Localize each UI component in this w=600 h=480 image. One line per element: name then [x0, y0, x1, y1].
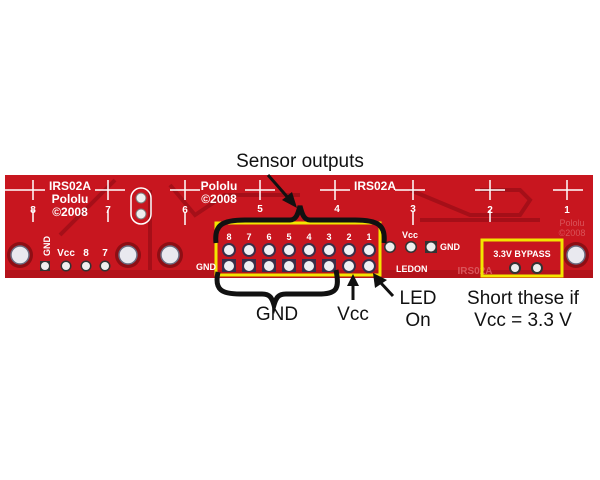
annotation-vcc: Vcc — [337, 304, 369, 325]
sensor-number-2: 2 — [487, 205, 493, 216]
output-pin-hole — [304, 245, 314, 255]
output-label-6: 6 — [266, 232, 271, 242]
silk-brand-middle: Pololu — [201, 179, 238, 193]
annotation-led-on-line1: LED — [400, 288, 437, 309]
sensor-dividers — [5, 180, 583, 225]
main-header-pins — [222, 243, 376, 273]
left-header-vcc-label: Vcc — [57, 248, 75, 259]
vcc-arrowhead — [347, 274, 359, 286]
pcb-traces — [58, 178, 540, 270]
output-pin-hole — [224, 245, 234, 255]
main-header-output-labels: 8 7 6 5 4 3 2 1 — [226, 232, 371, 242]
led-on-arrowhead — [373, 273, 387, 288]
silk-part-left: IRS02A — [49, 179, 91, 193]
output-pin-hole — [244, 245, 254, 255]
output-label-5: 5 — [286, 232, 291, 242]
left-header-gnd-label: GND — [42, 236, 52, 257]
main-header-gnd-label: GND — [196, 262, 217, 272]
silk-brand-left: Pololu — [52, 192, 89, 206]
bottom-pin-hole — [344, 261, 354, 271]
silk-faded-brand: Pololu — [559, 218, 584, 228]
sensor-outputs-arrowhead — [282, 192, 297, 208]
bottom-pin-hole — [224, 261, 234, 271]
sensor-number-4: 4 — [334, 204, 340, 215]
left-header-pins — [40, 260, 111, 272]
silk-year-left: ©2008 — [52, 205, 88, 219]
bottom-pin-hole — [324, 261, 334, 271]
output-pin-hole — [344, 245, 354, 255]
mounting-holes — [7, 242, 589, 268]
gnd-brace — [214, 269, 340, 315]
output-label-3: 3 — [326, 232, 331, 242]
bottom-pin-hole — [264, 261, 274, 271]
main-header-ledon-label: LEDON — [396, 264, 428, 274]
main-header-highlight — [214, 221, 382, 277]
sensor-outputs-arrow — [266, 174, 292, 201]
sensor-number-3: 3 — [410, 204, 416, 215]
sensor-number-5: 5 — [257, 204, 263, 215]
silk-faded-year: ©2008 — [559, 228, 586, 238]
annotation-short-line2: Vcc = 3.3 V — [474, 310, 572, 331]
jumper-pads — [130, 187, 152, 225]
bypass-highlight — [480, 238, 564, 278]
sensor-number-8: 8 — [30, 205, 36, 216]
output-pin-hole — [284, 245, 294, 255]
sensor-number-1: 1 — [564, 205, 570, 216]
sensor-number-7: 7 — [105, 205, 111, 216]
main-header-vcc-label: Vcc — [402, 230, 418, 240]
output-pin-hole — [364, 245, 374, 255]
output-pin-hole — [264, 245, 274, 255]
bottom-pin-hole — [244, 261, 254, 271]
sensor-number-6: 6 — [182, 205, 188, 216]
led-on-arrow — [378, 280, 395, 298]
sensor-outputs-brace — [213, 205, 387, 244]
annotation-short-line1: Short these if — [467, 288, 580, 309]
output-pin-hole — [324, 245, 334, 255]
output-label-4: 4 — [306, 232, 311, 242]
silk-faded-part: IRS02A — [457, 266, 492, 277]
bypass-pads — [509, 262, 543, 274]
bottom-pin-hole — [364, 261, 374, 271]
left-header-7-label: 7 — [102, 248, 108, 259]
silk-part-right: IRS02A — [354, 179, 396, 193]
annotation-sensor-outputs: Sensor outputs — [236, 151, 364, 172]
output-label-7: 7 — [246, 232, 251, 242]
bottom-pin-hole — [284, 261, 294, 271]
left-header-8-label: 8 — [83, 248, 89, 259]
extra-header-pins — [384, 241, 437, 253]
annotation-gnd: GND — [256, 304, 298, 325]
bypass-label: 3.3V BYPASS — [493, 249, 550, 259]
bottom-pin-hole — [304, 261, 314, 271]
output-label-8: 8 — [226, 232, 231, 242]
output-label-2: 2 — [346, 232, 351, 242]
annotation-led-on-line2: On — [405, 310, 430, 331]
output-label-1: 1 — [366, 232, 371, 242]
silk-year-middle: ©2008 — [201, 192, 237, 206]
main-header-gnd-right-label: GND — [440, 242, 461, 252]
